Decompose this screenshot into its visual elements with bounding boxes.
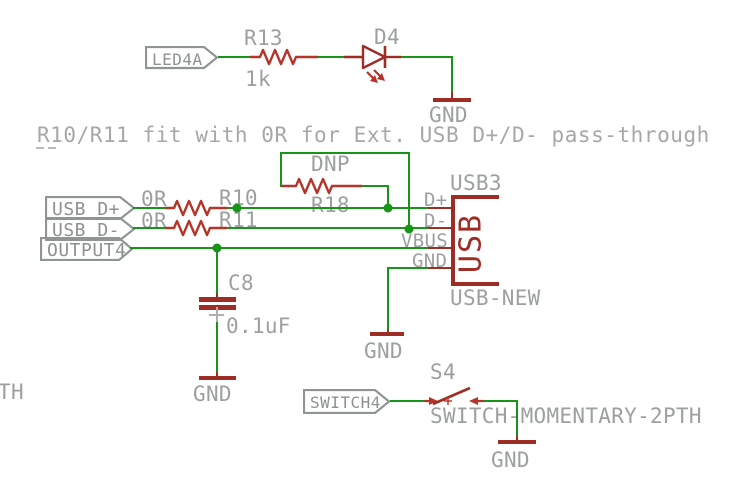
gnd-stub bbox=[516, 436, 518, 443]
wire-segment[interactable] bbox=[388, 267, 429, 269]
part-name-switch: SWITCH-MOMENTARY-2PTH bbox=[430, 404, 702, 428]
net-flag-usb-dplus[interactable]: USB_D+ bbox=[45, 196, 137, 220]
pin-label-vbus: VBUS bbox=[401, 230, 448, 252]
wire-segment[interactable] bbox=[280, 152, 410, 154]
designator-c8: C8 bbox=[228, 271, 254, 295]
led-d4[interactable] bbox=[344, 44, 402, 100]
clipped-text: TH bbox=[0, 380, 24, 404]
wire-segment[interactable] bbox=[516, 400, 518, 437]
switch-s4[interactable] bbox=[424, 382, 484, 414]
note-origin-mark bbox=[36, 147, 44, 149]
wire-segment[interactable] bbox=[451, 56, 453, 94]
cap-lead bbox=[216, 293, 218, 299]
wire-segment[interactable] bbox=[225, 207, 429, 209]
wire-segment[interactable] bbox=[133, 227, 167, 229]
designator-r11: R11 bbox=[219, 208, 258, 232]
gnd-label-usb: GND bbox=[364, 339, 403, 363]
wire-segment[interactable] bbox=[225, 227, 429, 229]
pin-label-dminus: D- bbox=[424, 210, 448, 232]
flag-outline bbox=[145, 46, 219, 70]
wire-segment[interactable] bbox=[216, 248, 218, 295]
wire-segment[interactable] bbox=[480, 400, 517, 402]
flag-outline bbox=[45, 196, 136, 220]
net-flag-usb-dminus[interactable]: USB_D- bbox=[45, 217, 137, 241]
note-origin-mark bbox=[48, 147, 56, 149]
wire-segment[interactable] bbox=[130, 247, 429, 249]
flag-outline bbox=[40, 237, 134, 261]
net-flag-led4a[interactable]: LED4A bbox=[145, 46, 221, 70]
net-flag-output4[interactable]: OUTPUT4 bbox=[40, 237, 135, 261]
gnd-symbol[interactable] bbox=[199, 376, 236, 380]
wire-segment[interactable] bbox=[133, 207, 167, 209]
net-flag-switch4[interactable]: SWITCH4 bbox=[303, 389, 393, 414]
resistor-r13[interactable] bbox=[250, 47, 318, 71]
capacitor-c8-plate[interactable] bbox=[199, 305, 236, 310]
designator-r10: R10 bbox=[219, 186, 258, 210]
pin-lead bbox=[428, 227, 452, 229]
gnd-label-c8: GND bbox=[193, 382, 232, 406]
wire-segment[interactable] bbox=[408, 152, 410, 230]
wire-segment[interactable] bbox=[390, 400, 426, 402]
value-r10: 0R bbox=[141, 187, 167, 211]
resistor-r10[interactable] bbox=[165, 198, 227, 222]
designator-usb3: USB3 bbox=[450, 171, 502, 195]
gnd-symbol[interactable] bbox=[433, 98, 471, 102]
junction-dot bbox=[212, 243, 222, 253]
flag-label: SWITCH4 bbox=[310, 393, 381, 412]
gnd-stub bbox=[451, 92, 453, 101]
value-r11: 0R bbox=[141, 209, 167, 233]
flag-label: LED4A bbox=[152, 50, 203, 69]
designator-d4: D4 bbox=[374, 25, 400, 49]
gnd-symbol[interactable] bbox=[370, 332, 404, 336]
pin-lead bbox=[428, 207, 452, 209]
wire-segment[interactable] bbox=[216, 316, 218, 374]
usb-connector-body[interactable] bbox=[450, 194, 502, 291]
flag-outline bbox=[45, 217, 136, 241]
capacitor-c8-plate[interactable] bbox=[199, 297, 236, 302]
pin-lead bbox=[428, 267, 452, 269]
gnd-label-led: GND bbox=[429, 103, 468, 127]
designator-r18: R18 bbox=[311, 193, 350, 217]
gnd-stub bbox=[216, 372, 218, 379]
wire-segment[interactable] bbox=[387, 267, 389, 330]
wire-segment[interactable] bbox=[280, 152, 282, 187]
wire-segment[interactable] bbox=[218, 56, 252, 58]
resistor-r18[interactable] bbox=[279, 176, 363, 200]
schematic-note: R10/R11 fit with 0R for Ext. USB D+/D- p… bbox=[37, 123, 710, 147]
junction-dot bbox=[404, 224, 414, 234]
flag-label: USB_D- bbox=[52, 220, 121, 241]
wire-segment[interactable] bbox=[387, 185, 389, 208]
pin-lead bbox=[428, 247, 452, 249]
junction-dot bbox=[383, 203, 393, 213]
value-r18: DNP bbox=[311, 152, 350, 176]
value-r13: 1k bbox=[245, 67, 271, 91]
junction-dot bbox=[232, 203, 242, 213]
pin-label-dplus: D+ bbox=[424, 189, 448, 211]
gnd-label-switch: GND bbox=[491, 448, 530, 472]
flag-label: OUTPUT4 bbox=[47, 240, 127, 261]
designator-s4: S4 bbox=[430, 360, 456, 384]
flag-label: USB_D+ bbox=[52, 199, 121, 220]
value-c8: 0.1uF bbox=[226, 314, 291, 338]
package-usb-new: USB-NEW bbox=[450, 286, 541, 310]
origin-cross bbox=[216, 307, 218, 322]
pin-label-gnd: GND bbox=[412, 250, 448, 272]
designator-r13: R13 bbox=[244, 26, 283, 50]
resistor-r11[interactable] bbox=[165, 218, 227, 242]
wire-segment[interactable] bbox=[399, 56, 453, 58]
wire-segment[interactable] bbox=[360, 185, 388, 187]
wire-segment[interactable] bbox=[316, 56, 346, 58]
flag-outline bbox=[303, 389, 391, 414]
gnd-symbol[interactable] bbox=[498, 440, 536, 444]
